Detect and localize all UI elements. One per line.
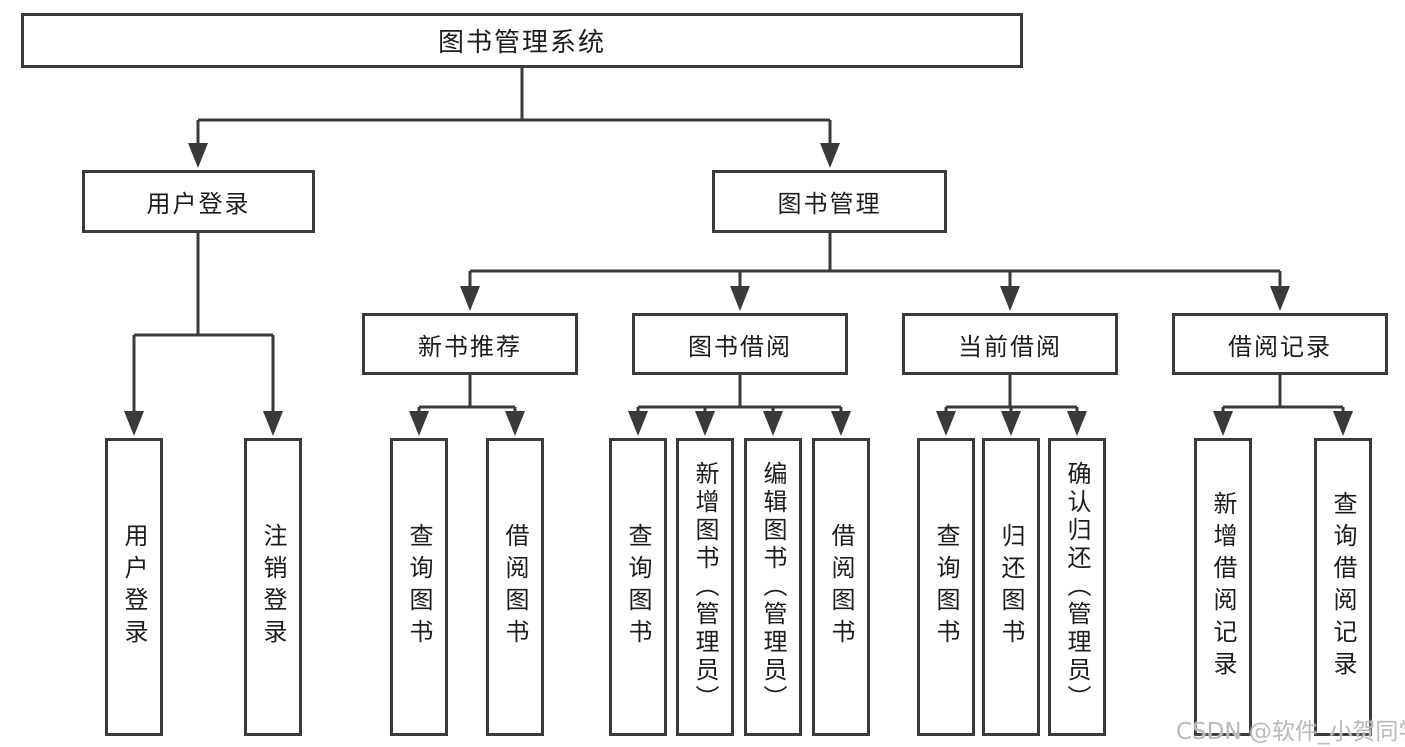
leaf-query-books-under-borrow: 查询图书 xyxy=(609,438,667,736)
leaf-label: 编辑图书（管理员） xyxy=(759,461,787,713)
leaf-confirm-return-admin: 确认归还（管理员） xyxy=(1048,438,1106,736)
leaf-query-books-under-new: 查询图书 xyxy=(390,438,448,736)
leaf-label: 新增图书（管理员） xyxy=(691,461,719,713)
leaf-label: 用户登录 xyxy=(120,523,148,651)
watermark: CSDN @软件_小贺同学 xyxy=(1176,719,1405,745)
leaf-logout: 注销登录 xyxy=(244,438,302,736)
leaf-borrow-books-under-new: 借阅图书 xyxy=(486,438,544,736)
arrowheads xyxy=(124,143,1353,436)
leaf-borrow-books-under-borrow: 借阅图书 xyxy=(812,438,870,736)
node-current-borrowing: 当前借阅 xyxy=(902,313,1118,375)
leaf-label: 查询图书 xyxy=(932,523,960,651)
leaf-edit-book-admin: 编辑图书（管理员） xyxy=(744,438,802,736)
leaf-label: 归还图书 xyxy=(997,523,1025,651)
leaf-add-borrow-record: 新增借阅记录 xyxy=(1194,438,1252,736)
node-book-management: 图书管理 xyxy=(712,170,947,233)
leaf-label: 确认归还（管理员） xyxy=(1063,461,1091,713)
node-new-book-recommendation: 新书推荐 xyxy=(362,313,578,375)
leaf-label: 注销登录 xyxy=(259,523,287,651)
leaf-add-book-admin: 新增图书（管理员） xyxy=(676,438,734,736)
node-book-borrowing: 图书借阅 xyxy=(632,313,848,375)
leaf-label: 查询图书 xyxy=(624,523,652,651)
node-borrowing-records: 借阅记录 xyxy=(1172,313,1388,375)
leaf-return-books: 归还图书 xyxy=(982,438,1040,736)
leaf-label: 新增借阅记录 xyxy=(1209,491,1237,683)
leaf-label: 借阅图书 xyxy=(501,523,529,651)
leaf-user-login: 用户登录 xyxy=(105,438,163,736)
leaf-query-borrow-record: 查询借阅记录 xyxy=(1314,438,1372,736)
leaf-label: 查询借阅记录 xyxy=(1329,491,1357,683)
node-library-management-system: 图书管理系统 xyxy=(21,13,1023,68)
leaf-query-books-under-current: 查询图书 xyxy=(917,438,975,736)
leaf-label: 借阅图书 xyxy=(827,523,855,651)
leaf-label: 查询图书 xyxy=(405,523,433,651)
node-user-login: 用户登录 xyxy=(82,170,315,233)
